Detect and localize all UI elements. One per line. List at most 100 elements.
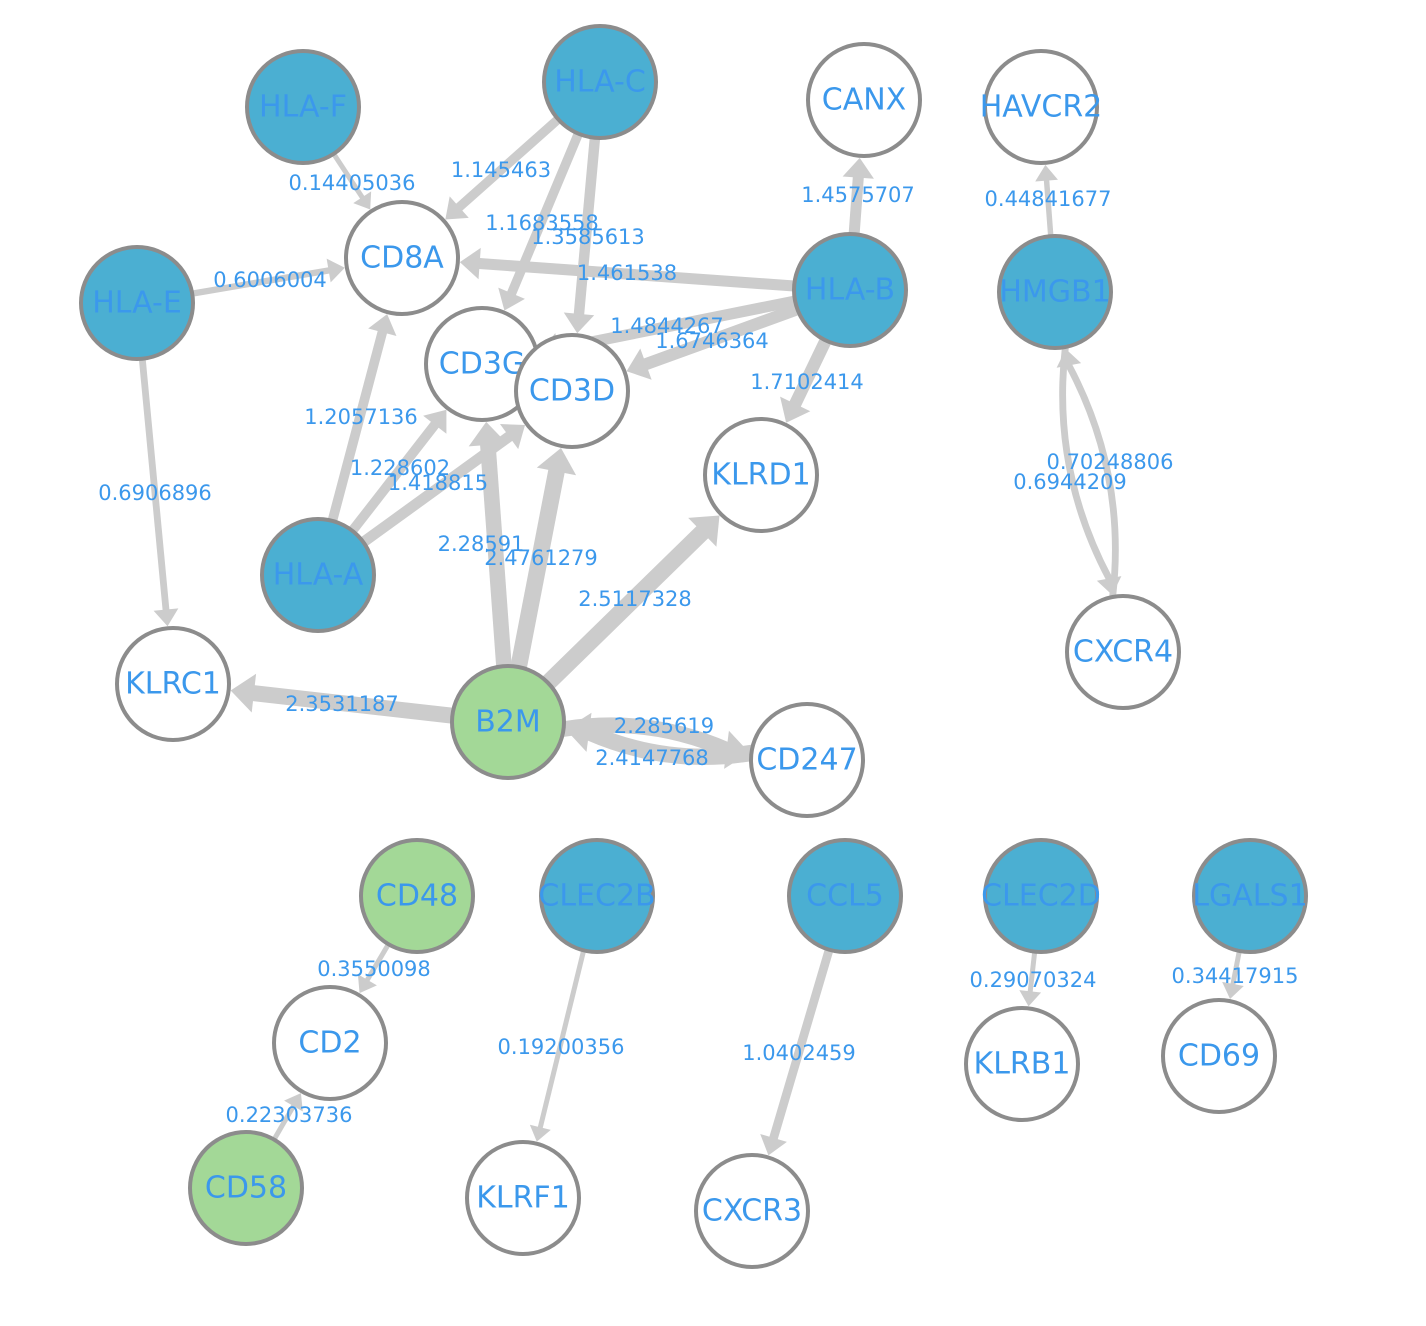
node-circle[interactable] [1161, 998, 1277, 1114]
edge-weight-label: 0.34417915 [1172, 964, 1299, 988]
node-circle[interactable] [344, 200, 460, 316]
node-cd58[interactable]: CD58 [188, 1130, 304, 1246]
node-havcr2[interactable]: HAVCR2 [980, 49, 1103, 165]
node-klrb1[interactable]: KLRB1 [964, 1006, 1080, 1122]
node-circle[interactable] [694, 1153, 810, 1269]
edges-layer [138, 115, 1244, 1156]
edge-weight-label: 1.3585613 [531, 225, 645, 249]
node-circle[interactable] [1192, 838, 1308, 954]
node-circle[interactable] [542, 24, 658, 140]
edge-labels-layer: 0.144050361.1454631.16835581.35856130.60… [98, 158, 1298, 1127]
node-canx[interactable]: CANX [806, 42, 922, 158]
node-cxcr3[interactable]: CXCR3 [694, 1153, 810, 1269]
node-circle[interactable] [983, 838, 1099, 954]
node-klrf1[interactable]: KLRF1 [465, 1140, 581, 1256]
edge-weight-label: 0.3550098 [317, 957, 431, 981]
node-label: CD247 [756, 743, 857, 778]
edge-weight-label: 0.70248806 [1047, 450, 1174, 474]
node-label: LGALS1 [1192, 879, 1307, 914]
node-label: CD3G [439, 347, 525, 382]
node-klrd1[interactable]: KLRD1 [703, 417, 819, 533]
node-label: HLA-B [805, 273, 895, 308]
edge-weight-label: 1.7102414 [750, 370, 864, 394]
node-label: HLA-F [259, 90, 347, 125]
edge-clec2b-to-klrf1 [529, 949, 587, 1142]
node-clec2d[interactable]: CLEC2D [981, 838, 1101, 954]
edge-cd58-to-cd2 [271, 1093, 303, 1141]
node-circle[interactable] [1065, 594, 1181, 710]
edge-weight-label: 1.2057136 [304, 405, 418, 429]
node-cd3d[interactable]: CD3D [514, 333, 630, 449]
node-hla-f[interactable]: HLA-F [245, 49, 361, 165]
node-label: CD2 [298, 1026, 361, 1061]
edge-weight-label: 1.0402459 [742, 1041, 856, 1065]
edge-hla-b-to-klrd1 [780, 337, 832, 423]
node-lgals1[interactable]: LGALS1 [1192, 838, 1308, 954]
node-label: CD58 [205, 1171, 287, 1206]
node-label: KLRF1 [476, 1181, 570, 1216]
node-label: CXCR3 [702, 1194, 802, 1229]
node-hla-b[interactable]: HLA-B [792, 232, 908, 348]
edge-weight-label: 1.1683558 [485, 211, 599, 235]
node-cd8a[interactable]: CD8A [344, 200, 460, 316]
node-circle[interactable] [272, 985, 388, 1101]
node-label: KLRD1 [711, 458, 810, 493]
edge-weight-label: 1.461538 [577, 261, 677, 285]
node-cxcr4[interactable]: CXCR4 [1065, 594, 1181, 710]
node-circle[interactable] [79, 245, 195, 361]
node-circle[interactable] [787, 838, 903, 954]
node-hmgb1[interactable]: HMGB1 [997, 234, 1113, 350]
edge-cd247-to-b2m [565, 712, 760, 765]
node-hla-c[interactable]: HLA-C [542, 24, 658, 140]
edge-hla-b-to-cd8a [459, 247, 795, 292]
node-circle[interactable] [997, 234, 1113, 350]
edge-lgals1-to-cd69 [1222, 950, 1244, 1000]
node-circle[interactable] [539, 838, 655, 954]
edge-weight-label: 0.6006004 [213, 268, 327, 292]
node-b2m[interactable]: B2M [450, 664, 566, 780]
node-circle[interactable] [465, 1140, 581, 1256]
node-circle[interactable] [450, 664, 566, 780]
node-klrc1[interactable]: KLRC1 [115, 626, 231, 742]
edge-cxcr4-to-hmgb1 [1056, 348, 1119, 601]
node-circle[interactable] [703, 417, 819, 533]
edge-weight-label: 0.44841677 [985, 187, 1112, 211]
node-label: CD8A [360, 241, 444, 276]
node-circle[interactable] [514, 333, 630, 449]
edge-weight-label: 1.418815 [388, 471, 488, 495]
node-circle[interactable] [245, 49, 361, 165]
node-circle[interactable] [964, 1006, 1080, 1122]
edge-weight-label: 2.3531187 [285, 692, 399, 716]
node-circle[interactable] [260, 517, 376, 633]
edge-weight-label: 2.285619 [614, 714, 714, 738]
node-ccl5[interactable]: CCL5 [787, 838, 903, 954]
node-hla-e[interactable]: HLA-E [79, 245, 195, 361]
edge-weight-label: 1.228602 [350, 456, 450, 480]
node-cd2[interactable]: CD2 [272, 985, 388, 1101]
node-cd69[interactable]: CD69 [1161, 998, 1277, 1114]
edge-weight-label: 2.4147768 [595, 746, 709, 770]
node-clec2b[interactable]: CLEC2B [538, 838, 656, 954]
node-circle[interactable] [359, 838, 475, 954]
node-label: HLA-C [554, 65, 646, 100]
node-circle[interactable] [188, 1130, 304, 1246]
node-circle[interactable] [749, 702, 865, 818]
node-circle[interactable] [792, 232, 908, 348]
edge-b2m-to-cd3d [510, 447, 577, 669]
edge-hla-e-to-klrc1 [138, 358, 179, 627]
node-hla-a[interactable]: HLA-A [260, 517, 376, 633]
node-circle[interactable] [983, 49, 1099, 165]
edge-weight-label: 2.28591 [438, 532, 525, 556]
edge-weight-label: 1.4575707 [801, 183, 915, 207]
edge-b2m-to-klrc1 [230, 673, 454, 724]
edge-b2m-to-cd3g [468, 421, 512, 667]
node-label: HLA-A [273, 558, 364, 593]
edge-weight-label: 0.19200356 [498, 1035, 625, 1059]
node-circle[interactable] [115, 626, 231, 742]
edge-hla-f-to-cd8a [331, 152, 372, 210]
node-label: CXCR4 [1073, 635, 1173, 670]
node-cd48[interactable]: CD48 [359, 838, 475, 954]
node-cd247[interactable]: CD247 [749, 702, 865, 818]
node-circle[interactable] [806, 42, 922, 158]
